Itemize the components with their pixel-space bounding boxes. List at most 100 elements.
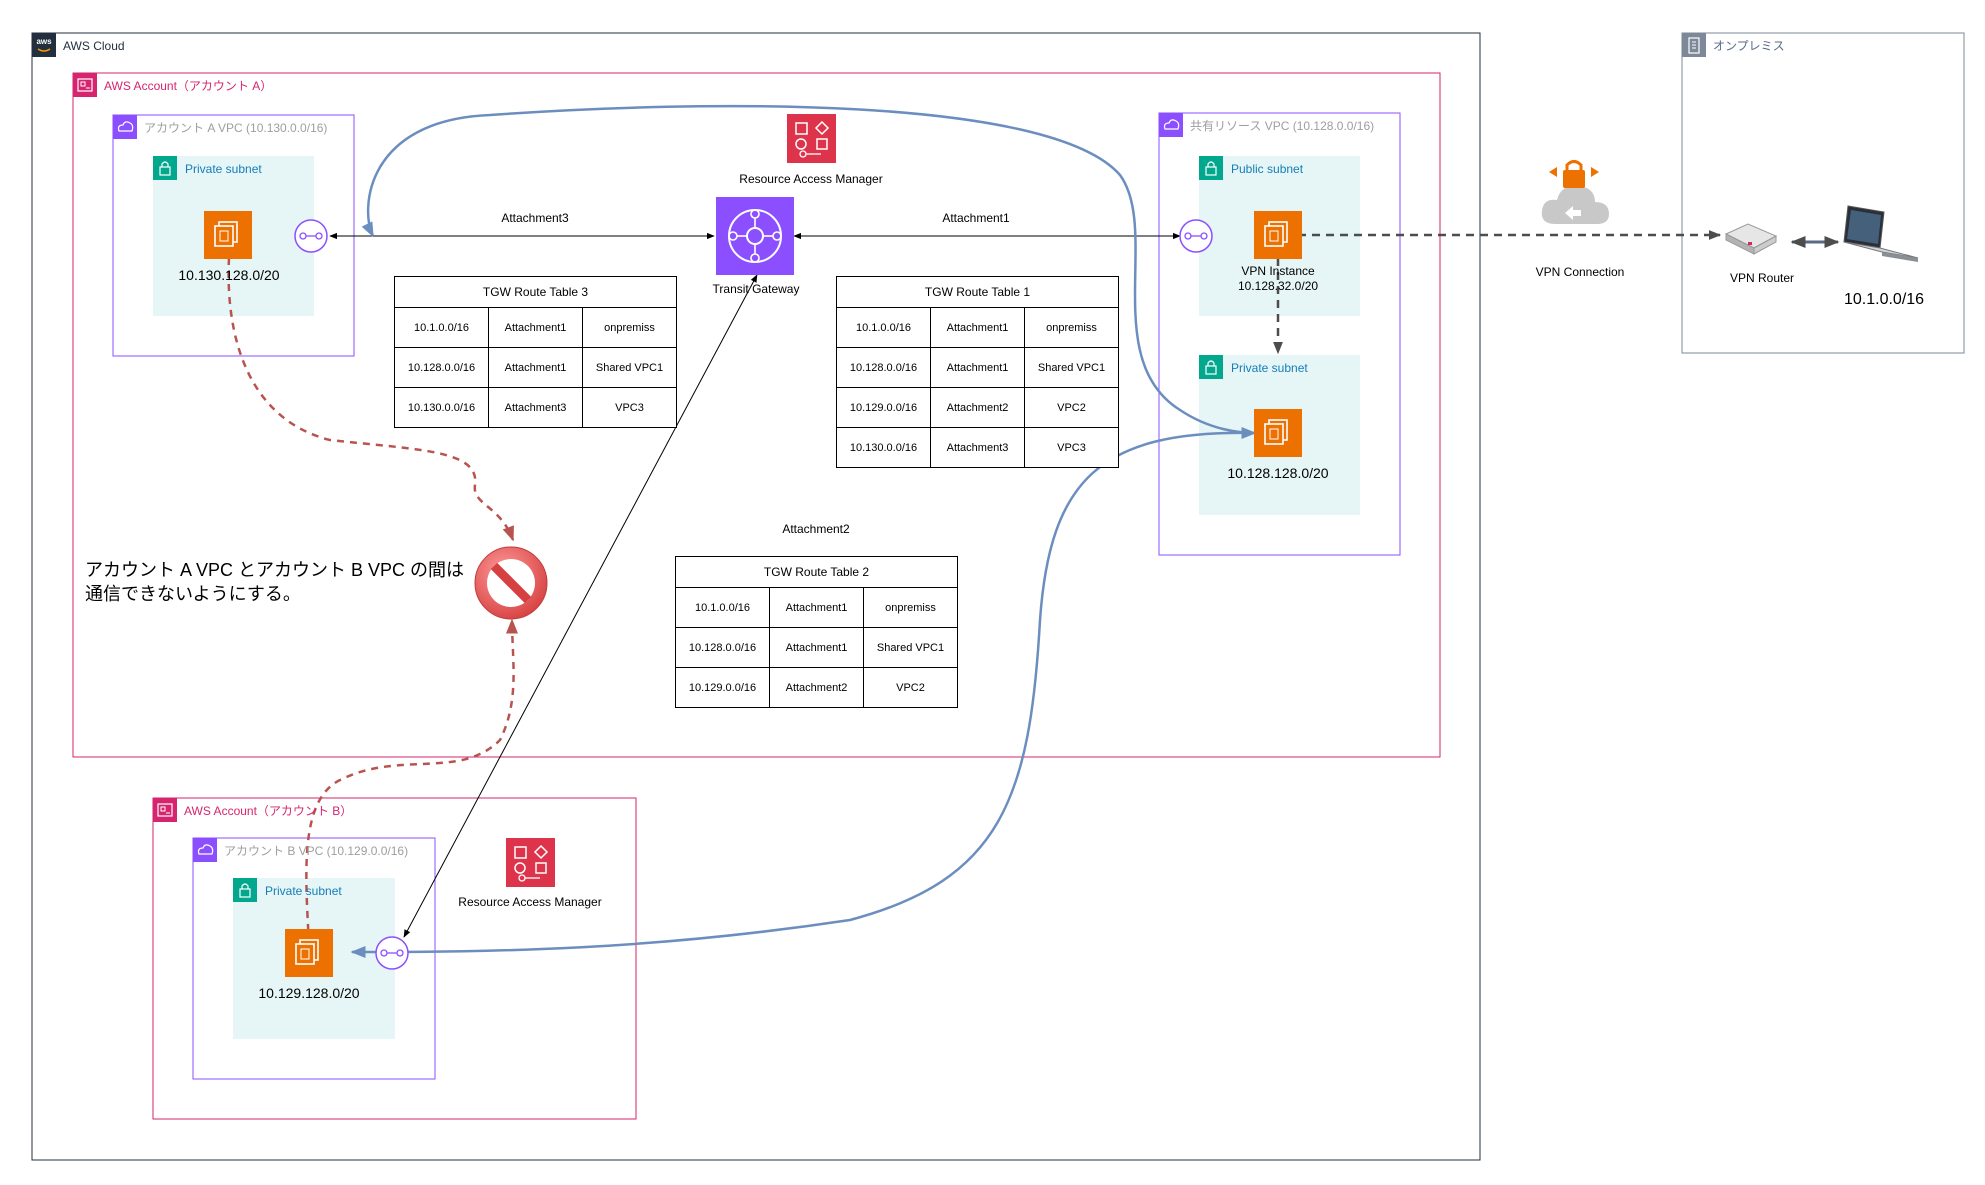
tgw-attachment-endpoint-icon[interactable] <box>294 219 328 253</box>
resource-access-manager-icon[interactable] <box>787 114 836 163</box>
attachment2-label: Attachment2 <box>782 522 850 536</box>
vpc-a-title: アカウント A VPC (10.130.0.0/16) <box>144 121 328 135</box>
vpn-instance-label: VPN Instance <box>1241 264 1315 278</box>
table-row: 10.128.0.0/16 Attachment1 Shared VPC1 <box>675 627 958 668</box>
ec2-instance-icon[interactable] <box>285 929 333 977</box>
route-cidr: 10.128.0.0/16 <box>394 347 489 388</box>
blocked-flow-b <box>305 618 519 945</box>
route-table-3: TGW Route Table 3 10.1.0.0/16 Attachment… <box>394 276 677 428</box>
account-a-title: AWS Account（アカウント A） <box>104 79 273 93</box>
aws-cloud-logo-icon: aws <box>32 33 56 57</box>
subnet-shared-private-title: Private subnet <box>1231 361 1308 375</box>
route-target: VPC3 <box>1024 427 1119 468</box>
route-target: Shared VPC1 <box>1024 347 1119 388</box>
route-table-1: TGW Route Table 1 10.1.0.0/16 Attachment… <box>836 276 1119 468</box>
route-cidr: 10.128.0.0/16 <box>675 627 770 668</box>
route-cidr: 10.1.0.0/16 <box>675 587 770 628</box>
padlock-icon <box>1199 355 1223 379</box>
route-attachment: Attachment3 <box>930 427 1025 468</box>
padlock-icon <box>1199 156 1223 180</box>
aws-account-icon <box>73 73 97 97</box>
tgw-attachment-endpoint-icon[interactable] <box>1179 219 1213 253</box>
vpn-connection-label: VPN Connection <box>1535 265 1625 279</box>
route-cidr: 10.129.0.0/16 <box>836 387 931 428</box>
account-b-title: AWS Account（アカウント B） <box>184 804 353 818</box>
flow-a-to-shared <box>361 104 1257 439</box>
vpn-gateway-icon[interactable] <box>1541 160 1609 225</box>
route-target: onpremiss <box>1024 307 1119 348</box>
subnet-a-title: Private subnet <box>185 162 262 176</box>
subnet-shared-public-title: Public subnet <box>1231 162 1304 176</box>
table-row: 10.1.0.0/16 Attachment1 onpremiss <box>675 587 958 628</box>
laptop-icon[interactable] <box>1843 205 1919 262</box>
padlock-icon <box>153 156 177 180</box>
tgw-label: Transit Gateway <box>712 282 800 296</box>
table-row: 10.1.0.0/16 Attachment1 onpremiss <box>836 307 1119 348</box>
vpc-b-title: アカウント B VPC (10.129.0.0/16) <box>224 844 409 858</box>
attachment3-label: Attachment3 <box>501 211 569 225</box>
vpc-shared-title: 共有リソース VPC (10.128.0.0/16) <box>1190 119 1375 133</box>
vpc-icon <box>113 115 137 139</box>
route-table-title: TGW Route Table 1 <box>836 276 1119 308</box>
table-row: 10.129.0.0/16 Attachment2 VPC2 <box>836 387 1119 428</box>
route-target: VPC3 <box>582 387 677 428</box>
router-icon[interactable] <box>1724 223 1778 255</box>
route-attachment: Attachment3 <box>488 387 583 428</box>
route-attachment: Attachment1 <box>488 347 583 388</box>
table-row: 10.130.0.0/16 Attachment3 VPC3 <box>836 427 1119 468</box>
transit-gateway-icon[interactable] <box>716 197 794 275</box>
ec2-instance-icon[interactable] <box>204 211 252 259</box>
blocked-flow-a <box>227 257 515 542</box>
ram-b-label: Resource Access Manager <box>458 895 602 909</box>
route-table-title: TGW Route Table 3 <box>394 276 677 308</box>
aws-account-icon <box>153 798 177 822</box>
route-cidr: 10.130.0.0/16 <box>394 387 489 428</box>
shared-private-instance-cidr: 10.128.128.0/20 <box>1227 465 1329 481</box>
table-row: 10.1.0.0/16 Attachment1 onpremiss <box>394 307 677 348</box>
route-attachment: Attachment1 <box>769 587 864 628</box>
vpn-instance-cidr: 10.128.32.0/20 <box>1237 279 1319 293</box>
ec2-instance-icon[interactable] <box>1254 409 1302 457</box>
route-attachment: Attachment1 <box>930 347 1025 388</box>
isolation-note: アカウント A VPC とアカウント B VPC の間は 通信できないようにする… <box>85 560 465 604</box>
padlock-icon <box>233 878 257 902</box>
aws-cloud-title: AWS Cloud <box>63 39 125 53</box>
subnet-b-title: Private subnet <box>265 884 342 898</box>
route-table-2: TGW Route Table 2 10.1.0.0/16 Attachment… <box>675 556 958 708</box>
prohibited-icon <box>474 546 548 620</box>
route-target: VPC2 <box>863 667 958 708</box>
route-target: onpremiss <box>582 307 677 348</box>
route-table-title: TGW Route Table 2 <box>675 556 958 588</box>
instance-b-cidr: 10.129.128.0/20 <box>258 985 360 1001</box>
route-cidr: 10.1.0.0/16 <box>836 307 931 348</box>
table-row: 10.128.0.0/16 Attachment1 Shared VPC1 <box>836 347 1119 388</box>
svg-text:aws: aws <box>36 37 52 46</box>
route-target: Shared VPC1 <box>863 627 958 668</box>
client-cidr: 10.1.0.0/16 <box>1844 291 1925 308</box>
table-row: 10.129.0.0/16 Attachment2 VPC2 <box>675 667 958 708</box>
flow-b-to-shared <box>350 431 1254 958</box>
tgw-attachment-endpoint-icon[interactable] <box>375 936 409 970</box>
vpc-icon <box>1159 113 1183 137</box>
table-row: 10.130.0.0/16 Attachment3 VPC3 <box>394 387 677 428</box>
route-attachment: Attachment1 <box>488 307 583 348</box>
route-cidr: 10.1.0.0/16 <box>394 307 489 348</box>
route-target: VPC2 <box>1024 387 1119 428</box>
aws-cloud-group <box>31 32 1481 1161</box>
corporate-data-center-icon <box>1682 33 1706 57</box>
vpc-b-group <box>192 837 436 1080</box>
attachment1-label: Attachment1 <box>942 211 1010 225</box>
onprem-group <box>1681 32 1965 354</box>
route-cidr: 10.128.0.0/16 <box>836 347 931 388</box>
resource-access-manager-icon[interactable] <box>506 838 555 887</box>
route-attachment: Attachment1 <box>769 627 864 668</box>
ec2-instance-icon[interactable] <box>1254 211 1302 259</box>
route-attachment: Attachment2 <box>930 387 1025 428</box>
vpc-icon <box>193 838 217 862</box>
router-label: VPN Router <box>1729 271 1795 285</box>
route-target: Shared VPC1 <box>582 347 677 388</box>
onprem-title: オンプレミス <box>1713 39 1785 53</box>
route-attachment: Attachment1 <box>930 307 1025 348</box>
